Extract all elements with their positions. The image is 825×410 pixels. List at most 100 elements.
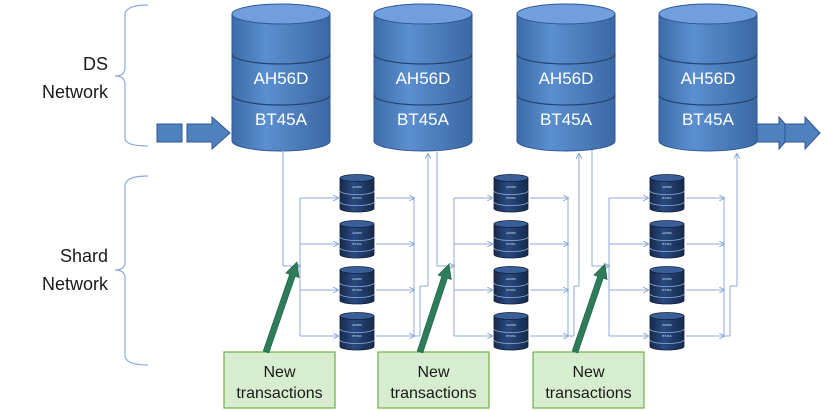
shard-node-body bbox=[339, 177, 375, 213]
shard-node-band-2 bbox=[339, 339, 375, 344]
shard-node-row1-label: AH56D bbox=[506, 231, 517, 235]
shard-node-band-2 bbox=[339, 247, 375, 252]
ds-block-3: AH56D BT45A bbox=[516, 3, 616, 152]
shard-node-top bbox=[649, 220, 685, 228]
shard-node-top bbox=[493, 174, 529, 182]
ds-cylinder-band-2 bbox=[231, 94, 331, 106]
ds-cylinder-body bbox=[516, 13, 616, 152]
shard-node-row2-label: BT45A bbox=[352, 242, 361, 246]
shard-node-body bbox=[493, 315, 529, 351]
shard-label-line1: Shard bbox=[60, 246, 108, 266]
shard-node-row1-label: AH56D bbox=[352, 323, 363, 327]
shard-node-row1-label: AH56D bbox=[352, 231, 363, 235]
shard-node-row1-label: AH56D bbox=[506, 323, 517, 327]
ds-block-row1-label: AH56D bbox=[396, 69, 451, 88]
shard-node-body bbox=[339, 269, 375, 305]
shard-node-band-2 bbox=[339, 201, 375, 206]
ds-cylinder-band-1 bbox=[373, 53, 473, 65]
shard-node-top bbox=[493, 220, 529, 228]
shard-node-band-2 bbox=[649, 339, 685, 344]
ds-cylinder-top bbox=[658, 3, 758, 25]
ds-block-row1-label: AH56D bbox=[681, 69, 736, 88]
new-transactions-line2: transactions bbox=[545, 385, 631, 402]
shard-node-top bbox=[649, 174, 685, 182]
new-transactions-line2: transactions bbox=[390, 385, 476, 402]
shard-node-3-4: AH56D BT45A bbox=[649, 312, 685, 351]
shard-node-band-1 bbox=[493, 236, 529, 241]
shard-brace bbox=[114, 175, 149, 366]
shard-node-top bbox=[493, 312, 529, 320]
ds-cylinder-top bbox=[373, 3, 473, 25]
shard-node-row1-label: AH56D bbox=[662, 277, 673, 281]
ds-label-line2: Network bbox=[42, 82, 109, 102]
shard-node-band-2 bbox=[649, 293, 685, 298]
shard-node-row2-label: BT45A bbox=[506, 242, 515, 246]
new-transactions-arrow-2 bbox=[416, 263, 452, 354]
shard-node-body bbox=[493, 177, 529, 213]
shard-node-band-1 bbox=[493, 282, 529, 287]
ds-cylinder-top bbox=[231, 3, 331, 25]
shard-node-band-2 bbox=[493, 293, 529, 298]
shard-node-row2-label: BT45A bbox=[352, 288, 361, 292]
shard-node-row2-label: BT45A bbox=[662, 242, 671, 246]
ds-cylinder-body bbox=[658, 13, 758, 152]
shard-node-row2-label: BT45A bbox=[662, 334, 671, 338]
shard-node-row1-label: AH56D bbox=[506, 277, 517, 281]
shard-node-band-2 bbox=[339, 293, 375, 298]
shard-node-body bbox=[649, 177, 685, 213]
shard-node-band-1 bbox=[649, 328, 685, 333]
new-transactions-arrow-1 bbox=[262, 261, 300, 354]
shard-node-2-2: AH56D BT45A bbox=[493, 220, 529, 259]
ds-cylinder-band-2 bbox=[373, 94, 473, 106]
new-transactions-rect bbox=[532, 351, 645, 409]
shard-node-top bbox=[493, 266, 529, 274]
shard-node-top bbox=[649, 312, 685, 320]
shard-node-row1-label: AH56D bbox=[352, 277, 363, 281]
shard-node-row1-label: AH56D bbox=[662, 323, 673, 327]
shard-node-1-3: AH56D BT45A bbox=[339, 266, 375, 305]
shard-node-band-2 bbox=[493, 247, 529, 252]
shard-node-body bbox=[493, 223, 529, 259]
ds-block-row2-label: BT45A bbox=[540, 110, 593, 129]
ds-cylinder-band-1 bbox=[231, 53, 331, 65]
shard-node-band-1 bbox=[339, 236, 375, 241]
shard-node-top bbox=[339, 174, 375, 182]
shard-node-top bbox=[339, 220, 375, 228]
ds-cylinder-band-1 bbox=[658, 53, 758, 65]
new-transactions-line1: New bbox=[417, 364, 449, 381]
shard-node-row2-label: BT45A bbox=[506, 196, 515, 200]
shard-node-band-1 bbox=[493, 190, 529, 195]
ds-block-row1-label: AH56D bbox=[254, 69, 309, 88]
new-transactions-box-2: New transactions bbox=[377, 351, 490, 409]
shard-node-band-1 bbox=[649, 190, 685, 195]
ds-cylinder-band-2 bbox=[516, 94, 616, 106]
ds-block-row1-label: AH56D bbox=[539, 69, 594, 88]
shard-node-top bbox=[649, 266, 685, 274]
shard-node-body bbox=[649, 269, 685, 305]
ds-block-4: AH56D BT45A bbox=[658, 3, 758, 152]
ds-cylinder-top bbox=[516, 3, 616, 25]
ds-block-row2-label: BT45A bbox=[682, 110, 735, 129]
ds-cylinder-band-1 bbox=[516, 53, 616, 65]
shard-node-row2-label: BT45A bbox=[662, 196, 671, 200]
output-block-arrow bbox=[756, 115, 821, 151]
new-transactions-line2: transactions bbox=[236, 385, 322, 402]
shard-node-row2-label: BT45A bbox=[352, 196, 361, 200]
shard-node-row2-label: BT45A bbox=[506, 288, 515, 292]
ds-cylinder-body bbox=[373, 13, 473, 152]
shard-node-band-2 bbox=[649, 247, 685, 252]
shard-node-2-3: AH56D BT45A bbox=[493, 266, 529, 305]
shard-node-band-1 bbox=[339, 190, 375, 195]
shard-node-body bbox=[649, 223, 685, 259]
shard-node-band-2 bbox=[493, 201, 529, 206]
ds-label-line1: DS bbox=[83, 54, 108, 74]
ds-cylinder-band-2 bbox=[658, 94, 758, 106]
